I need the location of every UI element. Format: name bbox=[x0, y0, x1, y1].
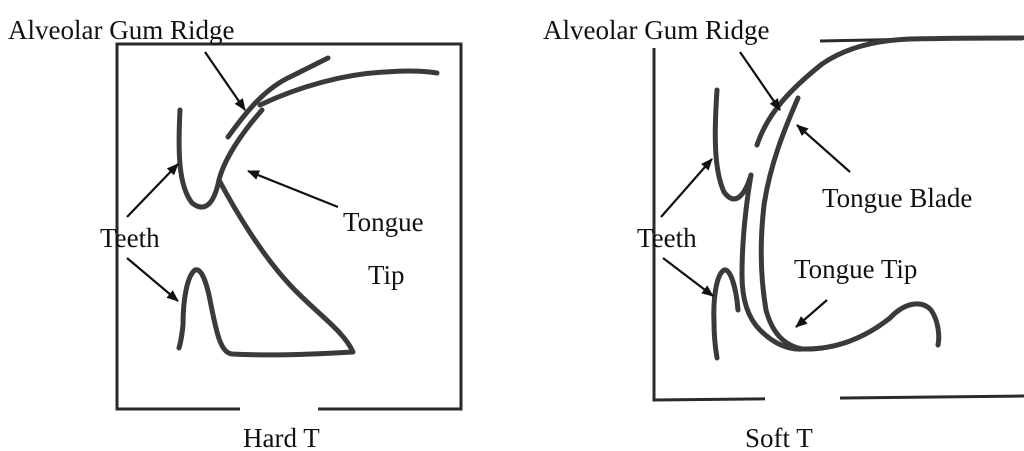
soft-t-frame-gap bbox=[765, 392, 840, 404]
soft-t-panel: Alveolar Gum Ridge Tongue Blade Teeth To… bbox=[543, 15, 1024, 451]
soft-alveolar-arrow bbox=[740, 52, 780, 110]
hard-tongue-tip-arrow bbox=[248, 171, 338, 207]
hard-teeth-label: Teeth bbox=[100, 223, 160, 253]
hard-t-caption: Hard T bbox=[243, 423, 320, 451]
hard-t-frame-gap bbox=[240, 403, 318, 415]
soft-teeth-upper-arrow bbox=[661, 159, 712, 217]
hard-alveolar-arrow bbox=[205, 52, 245, 110]
soft-palate-line bbox=[757, 38, 1022, 145]
hard-tongue bbox=[179, 110, 353, 355]
hard-label-gap bbox=[282, 16, 294, 38]
hard-upper-tooth bbox=[179, 110, 219, 207]
soft-tongue-blade-label: Tongue Blade bbox=[822, 183, 972, 213]
soft-tongue-tip-arrow bbox=[796, 300, 827, 327]
soft-alveolar-label: Alveolar Gum Ridge bbox=[543, 15, 769, 45]
hard-tongue-tip-label-line1: Tongue bbox=[343, 207, 424, 237]
soft-lower-tooth bbox=[714, 270, 738, 358]
soft-t-caption: Soft T bbox=[745, 423, 813, 451]
soft-teeth-lower-arrow bbox=[663, 258, 713, 296]
soft-tongue-blade-arrow bbox=[797, 125, 850, 172]
hard-alveolar-label: Alveolar Gum Ridge bbox=[8, 15, 234, 45]
hard-teeth-lower-arrow bbox=[127, 258, 178, 301]
hard-tongue-tip-label-line2: Tip bbox=[368, 260, 405, 290]
hard-t-panel: Alveolar Gum Ridge Teeth Tongue Tip Hard… bbox=[8, 15, 461, 451]
soft-teeth-label: Teeth bbox=[637, 223, 697, 253]
hard-teeth-upper-arrow bbox=[127, 164, 178, 217]
soft-upper-tooth bbox=[715, 90, 751, 199]
soft-tongue-tip-label: Tongue Tip bbox=[794, 254, 917, 284]
soft-tongue bbox=[742, 98, 939, 349]
